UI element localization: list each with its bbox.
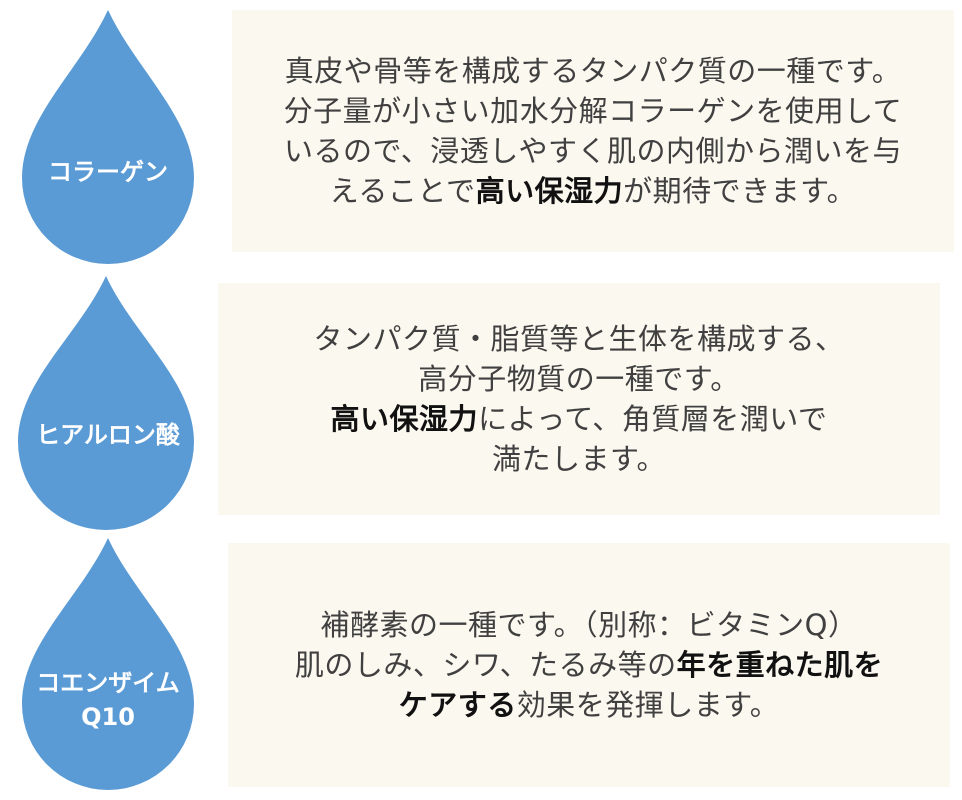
- description-line: いるので、浸透しやすく肌の内側から潤いを与: [284, 131, 902, 171]
- description-text: タンパク質・脂質等と生体を構成する、: [313, 322, 845, 356]
- description-line: 真皮や骨等を構成するタンパク質の一種です。: [285, 51, 902, 91]
- hyaluronic-acid-description-panel: タンパク質・脂質等と生体を構成する、 高分子物質の一種です。 高い保湿力によって…: [218, 283, 940, 515]
- description-line: ケアする効果を発揮します。: [399, 685, 780, 725]
- collagen-drop: コラーゲン: [0, 0, 216, 270]
- collagen-description-panel: 真皮や骨等を構成するタンパク質の一種です。 分子量が小さい加水分解コラーゲンを使…: [232, 10, 954, 252]
- water-drop-icon: [22, 538, 194, 790]
- coenzyme-q10-drop: コエンザイム Q10: [0, 528, 216, 798]
- description-line: タンパク質・脂質等と生体を構成する、: [313, 319, 844, 359]
- description-line: 肌のしみ、シワ、たるみ等の年を重ねた肌を: [295, 645, 883, 685]
- description-text: 高分子物質の一種です。: [418, 362, 740, 396]
- hyaluronic-acid-label: ヒアルロン酸: [36, 421, 180, 449]
- description-text: 満たします。: [491, 442, 667, 476]
- emphasis-text: ケアする: [398, 688, 517, 722]
- collagen-label: コラーゲン: [48, 158, 168, 186]
- drop-label: コエンザイム Q10: [8, 666, 208, 734]
- description-line: 高い保湿力によって、角質層を潤いで: [331, 399, 828, 439]
- description-line: 高分子物質の一種です。: [418, 359, 740, 399]
- description-text: 補酵素の一種です。（別称：ビタミンQ）: [320, 608, 858, 642]
- emphasis-text: 高い保湿力: [330, 402, 479, 436]
- description-line: 分子量が小さい加水分解コラーゲンを使用して: [284, 91, 903, 131]
- description-text: が期待できます。: [623, 174, 857, 208]
- coenzyme-q10-label-line-1: コエンザイム: [36, 669, 180, 697]
- coenzyme-q10-description-panel: 補酵素の一種です。（別称：ビタミンQ） 肌のしみ、シワ、たるみ等の年を重ねた肌を…: [228, 543, 950, 787]
- drop-label: コラーゲン: [8, 155, 208, 189]
- description-line: 補酵素の一種です。（別称：ビタミンQ）: [321, 605, 858, 645]
- emphasis-text: 年を重ねた肌を: [676, 648, 884, 682]
- emphasis-text: 高い保湿力: [475, 174, 624, 208]
- description-text: によって、角質層を潤いで: [478, 402, 828, 436]
- description-text: 分子量が小さい加水分解コラーゲンを使用して: [283, 94, 903, 128]
- hyaluronic-acid-drop: ヒアルロン酸: [0, 268, 216, 538]
- drop-label: ヒアルロン酸: [8, 418, 208, 452]
- water-drop-icon: [22, 10, 194, 264]
- description-text: いるので、浸透しやすく肌の内側から潤いを与: [283, 134, 903, 168]
- description-text: 効果を発揮します。: [516, 688, 780, 722]
- coenzyme-q10-label-line-2: Q10: [81, 703, 135, 731]
- water-drop-icon: [18, 276, 194, 530]
- description-line: えることで高い保湿力が期待できます。: [330, 171, 856, 211]
- description-text: 肌のしみ、シワ、たるみ等の: [294, 648, 677, 682]
- description-text: えることで: [329, 174, 476, 208]
- description-text: 真皮や骨等を構成するタンパク質の一種です。: [284, 54, 902, 88]
- description-line: 満たします。: [492, 439, 666, 479]
